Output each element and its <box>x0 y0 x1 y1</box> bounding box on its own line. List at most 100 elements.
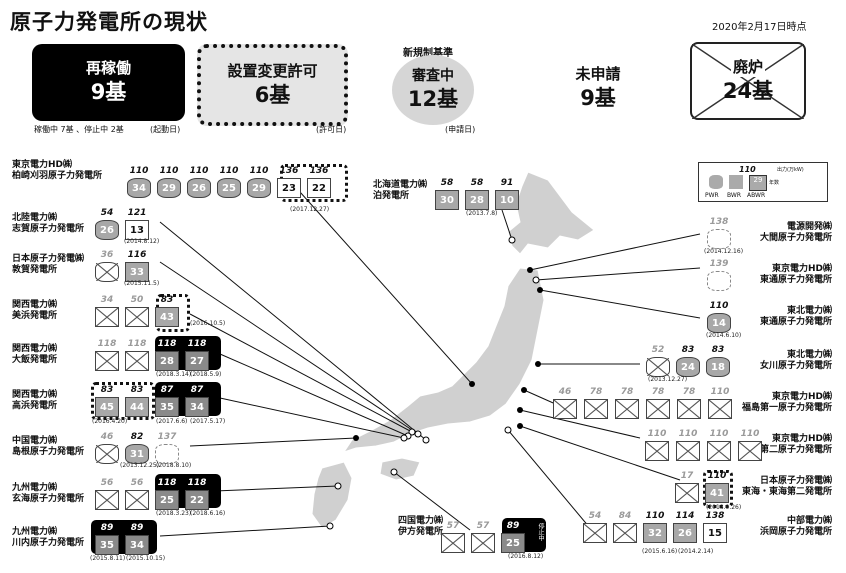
unit-body <box>441 533 465 553</box>
unit-capacity: 110 <box>219 166 239 176</box>
reactor-unit: 138 <box>707 217 731 251</box>
summary-note: (許可日) <box>316 125 347 134</box>
unit-body <box>584 399 608 419</box>
reactor-unit: 57 <box>471 521 495 555</box>
cross-icon <box>692 44 804 120</box>
unit-capacity: 136 <box>309 166 329 176</box>
decommissioned-cross-icon <box>614 524 636 543</box>
decommissioned-cross-icon <box>472 534 494 553</box>
plant-name: 志賀原子力発電所 <box>12 224 85 234</box>
unit-age: 28 <box>470 194 484 206</box>
unit-capacity: 57 <box>476 521 490 531</box>
unit-body <box>707 271 731 291</box>
unit-body: 41 <box>705 483 729 503</box>
decommissioned-cross-icon <box>96 491 118 510</box>
plant-name: 高浜発電所 <box>12 401 58 411</box>
reactor-unit: 87 35 <box>155 385 179 419</box>
unit-body <box>708 399 732 419</box>
plant-name: 福島第一原子力発電所 <box>741 403 832 413</box>
date-label: (2017.12.27) <box>290 206 330 213</box>
unit-capacity: 83 <box>130 385 144 395</box>
unit-age: 35 <box>160 401 174 413</box>
unit-body: 15 <box>703 523 727 543</box>
plant-label: 中部電力㈱浜岡原子力発電所 <box>760 516 832 538</box>
company-name: 北海道電力㈱ <box>373 180 428 190</box>
reactor-unit: 78 <box>584 387 608 421</box>
decommissioned-cross-icon <box>616 400 638 419</box>
reactor-unit: 84 <box>613 511 637 545</box>
reactor-unit: 57 <box>441 521 465 555</box>
unit-capacity: 78 <box>682 387 696 397</box>
legend-type: PWR <box>705 192 719 199</box>
unit-capacity: 46 <box>558 387 572 397</box>
unit-body: 10 <box>495 190 519 210</box>
unit-body <box>615 399 639 419</box>
unit-age: 29 <box>252 182 266 194</box>
plant-name: 柏崎刈羽原子力発電所 <box>12 171 103 181</box>
decommissioned-cross-icon <box>676 484 698 503</box>
unit-age: 32 <box>648 527 662 539</box>
unit-capacity: 110 <box>709 429 729 439</box>
unit-body: 28 <box>465 190 489 210</box>
unit-capacity: 46 <box>100 432 114 442</box>
summary-note: 稼働中 7基 、停止中 2基 <box>34 125 124 134</box>
unit-capacity: 87 <box>160 385 174 395</box>
unit-capacity: 110 <box>645 511 665 521</box>
unit-capacity: 110 <box>707 471 727 481</box>
unit-body: 34 <box>125 535 149 555</box>
unit-body <box>95 490 119 510</box>
reactor-unit: 50 <box>125 295 149 329</box>
date-label: (2018.5.9) <box>190 371 222 378</box>
plant-name: 東通原子力発電所 <box>759 317 832 327</box>
plant-name: 東海・東海第二発電所 <box>741 487 832 497</box>
unit-body: 45 <box>95 397 119 417</box>
reactor-unit: 137 <box>155 432 179 466</box>
decommissioned-cross-icon <box>554 400 576 419</box>
unit-capacity: 139 <box>709 259 729 269</box>
plant-label: 東北電力㈱東通原子力発電所 <box>760 306 832 328</box>
summary-count: 24基 <box>722 78 774 103</box>
unit-age: 30 <box>440 194 454 206</box>
plant-label: 四国電力㈱伊方発電所 <box>398 516 443 538</box>
unit-capacity: 50 <box>130 295 144 305</box>
reactor-unit: 52 <box>646 345 670 379</box>
company-name: 東京電力HD㈱ <box>771 434 832 444</box>
unit-body: 13 <box>125 220 149 240</box>
date-label: (2018.8.10) <box>156 462 192 469</box>
unit-capacity: 116 <box>127 250 147 260</box>
unit-capacity: 83 <box>100 385 114 395</box>
unit-age: 41 <box>710 487 724 499</box>
plant-label: 東京電力HD㈱柏崎刈羽原子力発電所 <box>12 160 102 182</box>
reactor-unit: 56 <box>125 478 149 512</box>
legend-pwr-icon <box>709 175 723 189</box>
unit-body: 29 <box>157 178 181 198</box>
unit-body: 24 <box>676 357 700 377</box>
company-name: 東京電力HD㈱ <box>771 392 832 402</box>
unit-body: 34 <box>185 397 209 417</box>
unit-capacity: 89 <box>130 523 144 533</box>
unit-body: 27 <box>185 351 209 371</box>
plant-name: 敦賀発電所 <box>12 265 58 275</box>
legend-abwr-icon: 29 <box>749 175 767 191</box>
unit-age: 29 <box>162 182 176 194</box>
reactor-unit: 54 <box>583 511 607 545</box>
reactor-unit: 110 <box>707 429 731 463</box>
date-label: (2015.10.15) <box>126 555 166 562</box>
unit-body: 25 <box>501 533 525 553</box>
unit-body <box>471 533 495 553</box>
summary-label: 再稼働 <box>85 59 131 77</box>
reactor-unit: 56 <box>95 478 119 512</box>
unit-body <box>95 307 119 327</box>
date-label: (2013.12.25) <box>120 462 160 469</box>
date-label: (2017.5.17) <box>190 418 226 425</box>
